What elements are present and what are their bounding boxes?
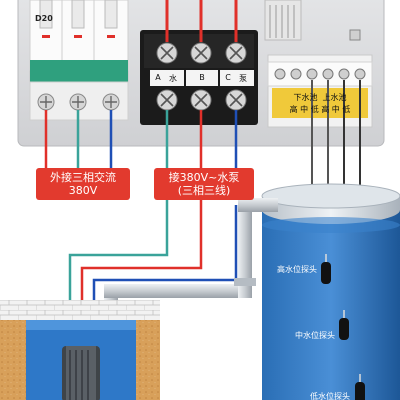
power-wires [44,110,113,172]
terminal-a-label: A [155,73,161,82]
power-supply-callout: 外接三相交流 380V [36,168,130,200]
low-level-probe-label: 低水位探头 [310,392,350,400]
pump-connection-callout: 接380V~水泵 (三相三线) [154,168,254,200]
terminal-c-char: 泵 [239,74,247,83]
level-controller [264,0,373,128]
breaker-model-label: D20 [35,14,53,23]
high-level-probe-label: 高水位探头 [277,265,317,274]
probes [321,262,365,400]
terminal-c-label: C [225,73,231,82]
submersible-pump [62,346,100,400]
controller-pool-labels: 下水池 上水池 [293,93,347,102]
terminal-b-label: B [199,73,205,82]
mid-level-probe-label: 中水位探头 [295,331,335,340]
controller-level-labels: 高 中 低 高 中 低 [289,105,351,114]
terminal-a-char: 水 [169,74,177,83]
probe-leaders [325,254,361,382]
supply-wires [165,0,238,42]
water-tank [261,183,400,400]
circuit-breaker [29,0,129,121]
contactor-block [140,30,258,125]
pipe [100,198,278,344]
